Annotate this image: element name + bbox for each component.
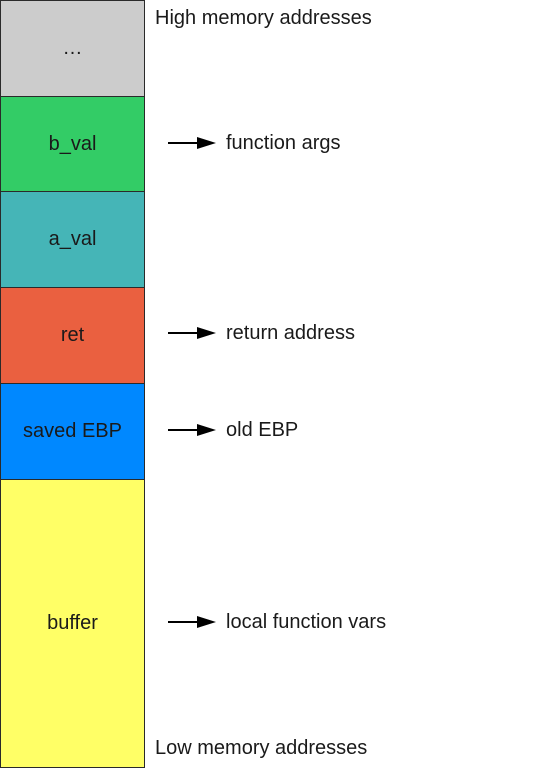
arrow-right-icon	[168, 616, 216, 628]
stack-block-label: buffer	[47, 612, 98, 634]
stack-block-label: saved EBP	[23, 420, 122, 442]
annotation-label: function args	[226, 131, 341, 154]
annotation-function-args: function args	[168, 131, 341, 155]
annotation-label: return address	[226, 321, 355, 344]
arrow-right-icon	[168, 137, 216, 149]
stack-block-buffer: buffer	[0, 479, 145, 768]
stack-block-a-val: a_val	[0, 191, 145, 288]
annotation-label: local function vars	[226, 610, 387, 633]
stack-block-label: …	[62, 37, 83, 59]
annotation-local-vars: local function vars	[168, 610, 386, 634]
stack-block-saved-ebp: saved EBP	[0, 383, 145, 480]
low-memory-label: Low memory addresses	[155, 737, 368, 759]
annotation-old-ebp: old EBP	[168, 418, 298, 442]
stack-block-label: a_val	[48, 228, 97, 250]
annotation-return-address: return address	[168, 321, 355, 345]
stack-block-ellipsis: …	[0, 0, 145, 97]
high-memory-label: High memory addresses	[155, 7, 372, 29]
stack-block-label: b_val	[48, 132, 97, 155]
stack-block-ret: ret	[0, 287, 145, 384]
annotation-label: old EBP	[226, 418, 299, 441]
arrow-right-icon	[168, 327, 216, 339]
stack-block-label: ret	[60, 324, 85, 346]
stack-block-b-val: b_val	[0, 96, 145, 192]
arrow-right-icon	[168, 424, 216, 436]
stack-diagram: … b_val a_val ret saved EBP buffer	[0, 0, 145, 768]
